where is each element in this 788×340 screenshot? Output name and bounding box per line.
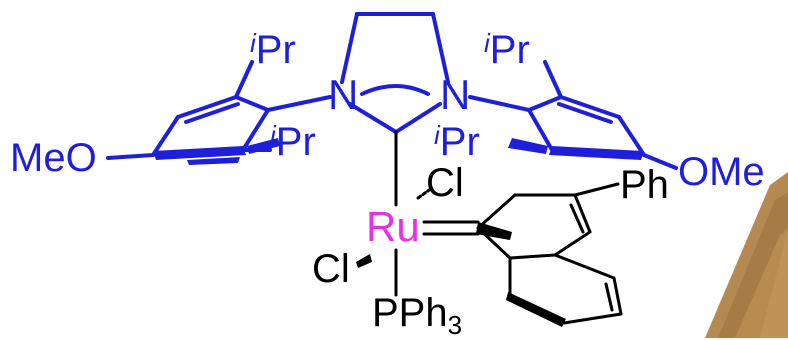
ipr-superscript-i: i (434, 120, 440, 150)
pph3-subscript: 3 (447, 310, 463, 340)
ipr-pr-text: Pr (275, 120, 316, 164)
ipr-superscript-i: i (250, 28, 256, 58)
pph3-group: PPh3 (372, 293, 462, 338)
n-left-atom: N (328, 71, 359, 118)
ipr-top-left-label: iPr (250, 30, 296, 70)
wood-stick-decoration (705, 172, 788, 338)
ipr-top-right-label: iPr (484, 30, 530, 70)
cl-left-atom: Cl (312, 247, 350, 291)
n-right-atom: N (440, 71, 471, 118)
nhc-ligand-bonds (106, 12, 678, 170)
ipr-superscript-i: i (484, 28, 490, 58)
ru-atom: Ru (366, 203, 420, 250)
metal-bonds (394, 130, 623, 325)
ipr-pr-text: Pr (439, 120, 480, 164)
cl-top-atom: Cl (426, 161, 464, 205)
ipr-pr-text: Pr (255, 28, 296, 72)
ipr-superscript-i: i (270, 120, 276, 150)
ipr-pr-text: Pr (489, 28, 530, 72)
ipr-mid-left-label: iPr (270, 122, 316, 162)
aryl-wedge-bonds (153, 138, 644, 165)
ph-group: Ph (620, 163, 669, 207)
meo-left-group: MeO (10, 136, 97, 180)
ipr-mid-right-label: iPr (434, 122, 480, 162)
benzo-wedge-bonds (356, 222, 566, 327)
pph3-main-text: PPh (372, 291, 448, 335)
ome-right-group: OMe (678, 150, 765, 194)
